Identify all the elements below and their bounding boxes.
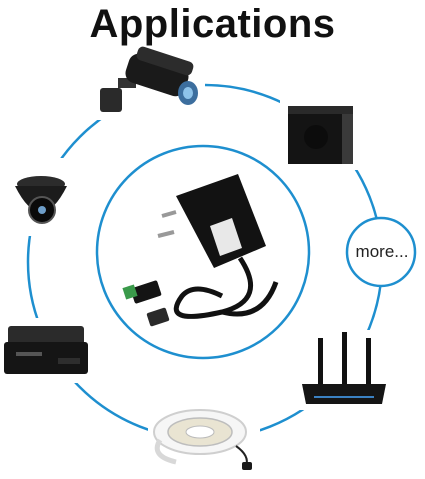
inner-ring	[95, 144, 311, 360]
dome-camera-icon	[15, 176, 67, 224]
led-strip-icon	[153, 409, 252, 470]
bullet-camera-icon	[100, 46, 198, 112]
router-icon	[302, 332, 386, 404]
more-bubble	[345, 216, 417, 288]
printer-icon	[4, 326, 88, 374]
page-title: Applications	[89, 2, 336, 46]
power-adapter-icon	[122, 174, 279, 327]
speaker-icon	[288, 106, 353, 164]
